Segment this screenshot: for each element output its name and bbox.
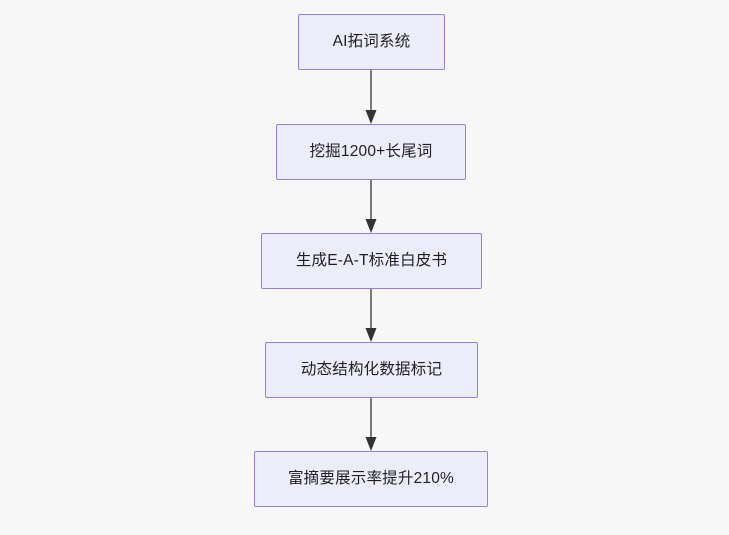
flowchart-node-label-n3: 生成E-A-T标准白皮书 <box>295 252 448 270</box>
flowchart-node-label-n2: 挖掘1200+长尾词 <box>309 143 433 161</box>
flowchart-node-n2[interactable]: 挖掘1200+长尾词 <box>276 124 466 180</box>
flowchart-node-label-n5: 富摘要展示率提升210% <box>287 470 455 488</box>
flowchart-node-n5[interactable]: 富摘要展示率提升210% <box>254 451 488 507</box>
edge-n4-n5 <box>365 398 377 451</box>
edge-arrowhead-n3-n4 <box>365 328 377 342</box>
flowchart-node-n3[interactable]: 生成E-A-T标准白皮书 <box>261 233 482 289</box>
edge-arrowhead-n4-n5 <box>365 437 377 451</box>
flowchart-node-n4[interactable]: 动态结构化数据标记 <box>265 342 478 398</box>
edge-arrowhead-n1-n2 <box>365 110 377 124</box>
flowchart-node-label-n4: 动态结构化数据标记 <box>300 361 443 379</box>
flowchart-node-n1[interactable]: AI拓词系统 <box>298 14 445 70</box>
edge-arrowhead-n2-n3 <box>365 219 377 233</box>
edge-n1-n2 <box>365 70 377 124</box>
edge-n3-n4 <box>365 289 377 342</box>
flowchart-node-label-n1: AI拓词系统 <box>332 33 411 51</box>
edge-n2-n3 <box>365 180 377 233</box>
